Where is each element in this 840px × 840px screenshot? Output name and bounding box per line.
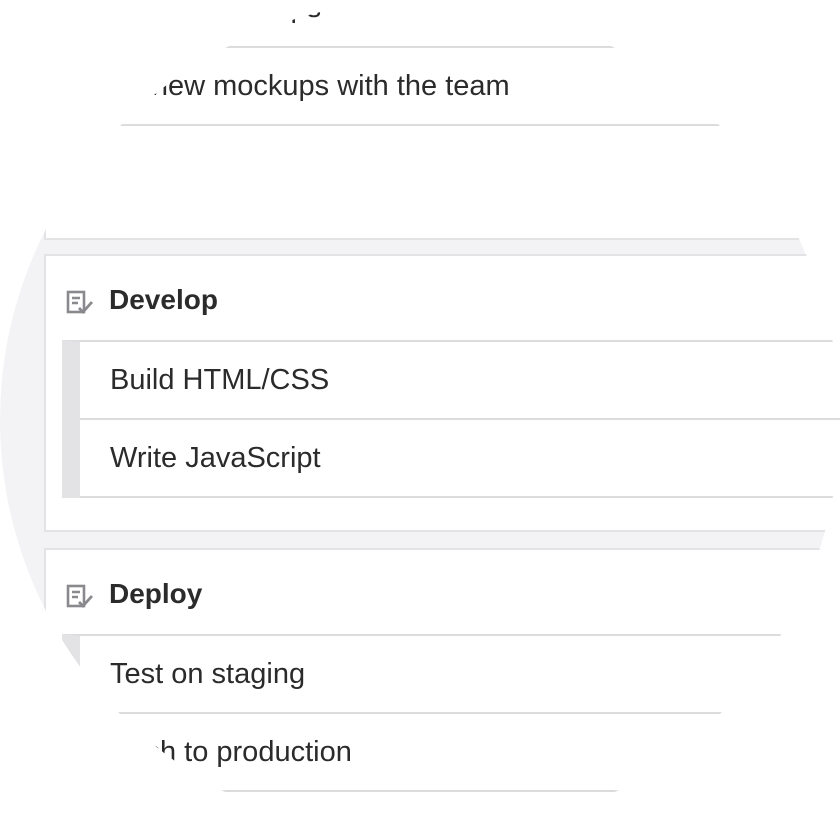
task-item[interactable]: Create mockups: [80, 0, 840, 48]
task-list-design: Create mockups Review mockups with the t…: [44, 0, 840, 240]
task-list-deploy: Deploy Test on staging Push to productio…: [44, 548, 840, 840]
list-title: Deploy: [109, 578, 203, 609]
task-item[interactable]: Write JavaScript: [80, 420, 840, 498]
task-group: Build HTML/CSS Write JavaScript: [62, 340, 840, 498]
task-group: Test on staging Push to production: [62, 634, 840, 792]
task-label: Build HTML/CSS: [110, 364, 330, 396]
task-list-develop: Develop Build HTML/CSS Write JavaScript: [44, 254, 840, 532]
task-label: Write JavaScript: [110, 442, 321, 474]
task-label: Test on staging: [110, 658, 306, 690]
task-label: Review mockups with the team: [110, 70, 510, 102]
list-header: Develop: [46, 256, 840, 340]
list-header: Deploy: [46, 550, 840, 634]
checklist-icon: [66, 584, 94, 609]
task-label: Create mockups: [110, 0, 322, 24]
task-label: Push to production: [110, 736, 352, 768]
task-item[interactable]: Build HTML/CSS: [80, 342, 840, 420]
checklist-icon: [66, 290, 94, 315]
list-title: Develop: [109, 284, 218, 315]
task-item[interactable]: Test on staging: [80, 636, 840, 714]
task-group: Create mockups Review mockups with the t…: [62, 0, 840, 126]
task-item[interactable]: Review mockups with the team: [80, 48, 840, 126]
task-item[interactable]: Push to production: [80, 714, 840, 792]
